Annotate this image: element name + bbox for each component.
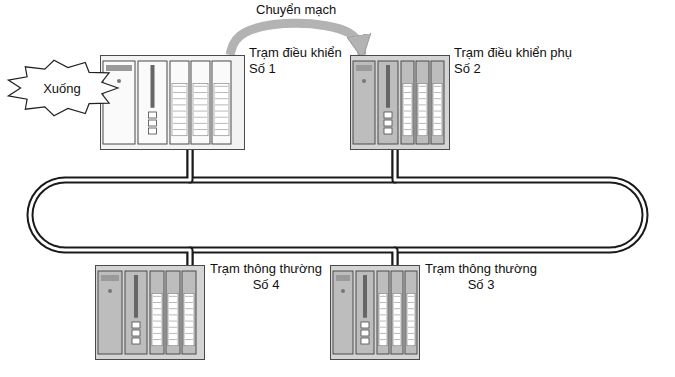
edge-label: Chuyển mạch: [253, 2, 339, 17]
plc-station: Trạm thông thường Số 3: [330, 265, 420, 360]
cable-inner: [190, 150, 395, 180]
plc-rack: [95, 265, 205, 360]
cable-outer: [30, 150, 190, 265]
plc-station: Trạm thông thường Số 4: [95, 265, 205, 360]
cable-inner: [30, 150, 190, 265]
station-label: Trạm thông thường Số 4: [208, 261, 324, 293]
cable-inner: [395, 150, 645, 265]
cable-outer: [190, 150, 395, 180]
cable-outer: [395, 150, 645, 265]
status-text: Xuống: [6, 60, 118, 116]
ring-cable: [395, 150, 645, 265]
station-label: Trạm điều khiển Số 1: [249, 45, 345, 77]
plc-station: Trạm điều khiển phụ Số 2: [350, 55, 450, 150]
ring-cable: [30, 150, 190, 265]
plc-rack: [330, 265, 420, 360]
plc-rack: [350, 55, 450, 150]
plc-rack: [100, 55, 245, 150]
ring-cable: [190, 150, 395, 180]
plc-station: Trạm điều khiển Số 1: [100, 55, 245, 150]
station-label: Trạm thông thường Số 3: [423, 261, 539, 293]
burst-shape: Xuống: [6, 60, 118, 116]
station-label: Trạm điều khiển phụ Số 2: [454, 45, 576, 77]
